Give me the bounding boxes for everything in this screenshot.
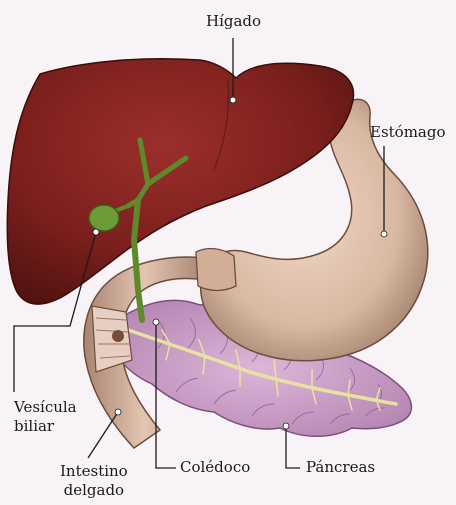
- pancreas-label: Páncreas: [306, 458, 375, 477]
- gallbladder-label-line1: Vesícula: [14, 398, 77, 417]
- gallbladder-label: Vesícula biliar: [14, 398, 77, 436]
- duodenum-section: [92, 306, 132, 372]
- gallbladder-shape: [89, 205, 119, 231]
- bile-duct-label-text: Colédoco: [180, 458, 250, 476]
- gallbladder-label-line2: biliar: [14, 417, 77, 436]
- small-intestine-label: Intestino delgado: [60, 462, 128, 500]
- small-intestine-label-line2: delgado: [60, 481, 128, 500]
- stomach-label: Estómago: [370, 123, 446, 142]
- stomach-label-text: Estómago: [370, 123, 446, 141]
- pylorus-shape: [196, 249, 236, 291]
- liver-label-text: Hígado: [206, 12, 261, 30]
- liver-label: Hígado: [206, 12, 261, 31]
- bile-duct-label: Colédoco: [180, 458, 250, 477]
- pancreas-label-text: Páncreas: [306, 458, 375, 476]
- small-intestine-label-line1: Intestino: [60, 462, 128, 481]
